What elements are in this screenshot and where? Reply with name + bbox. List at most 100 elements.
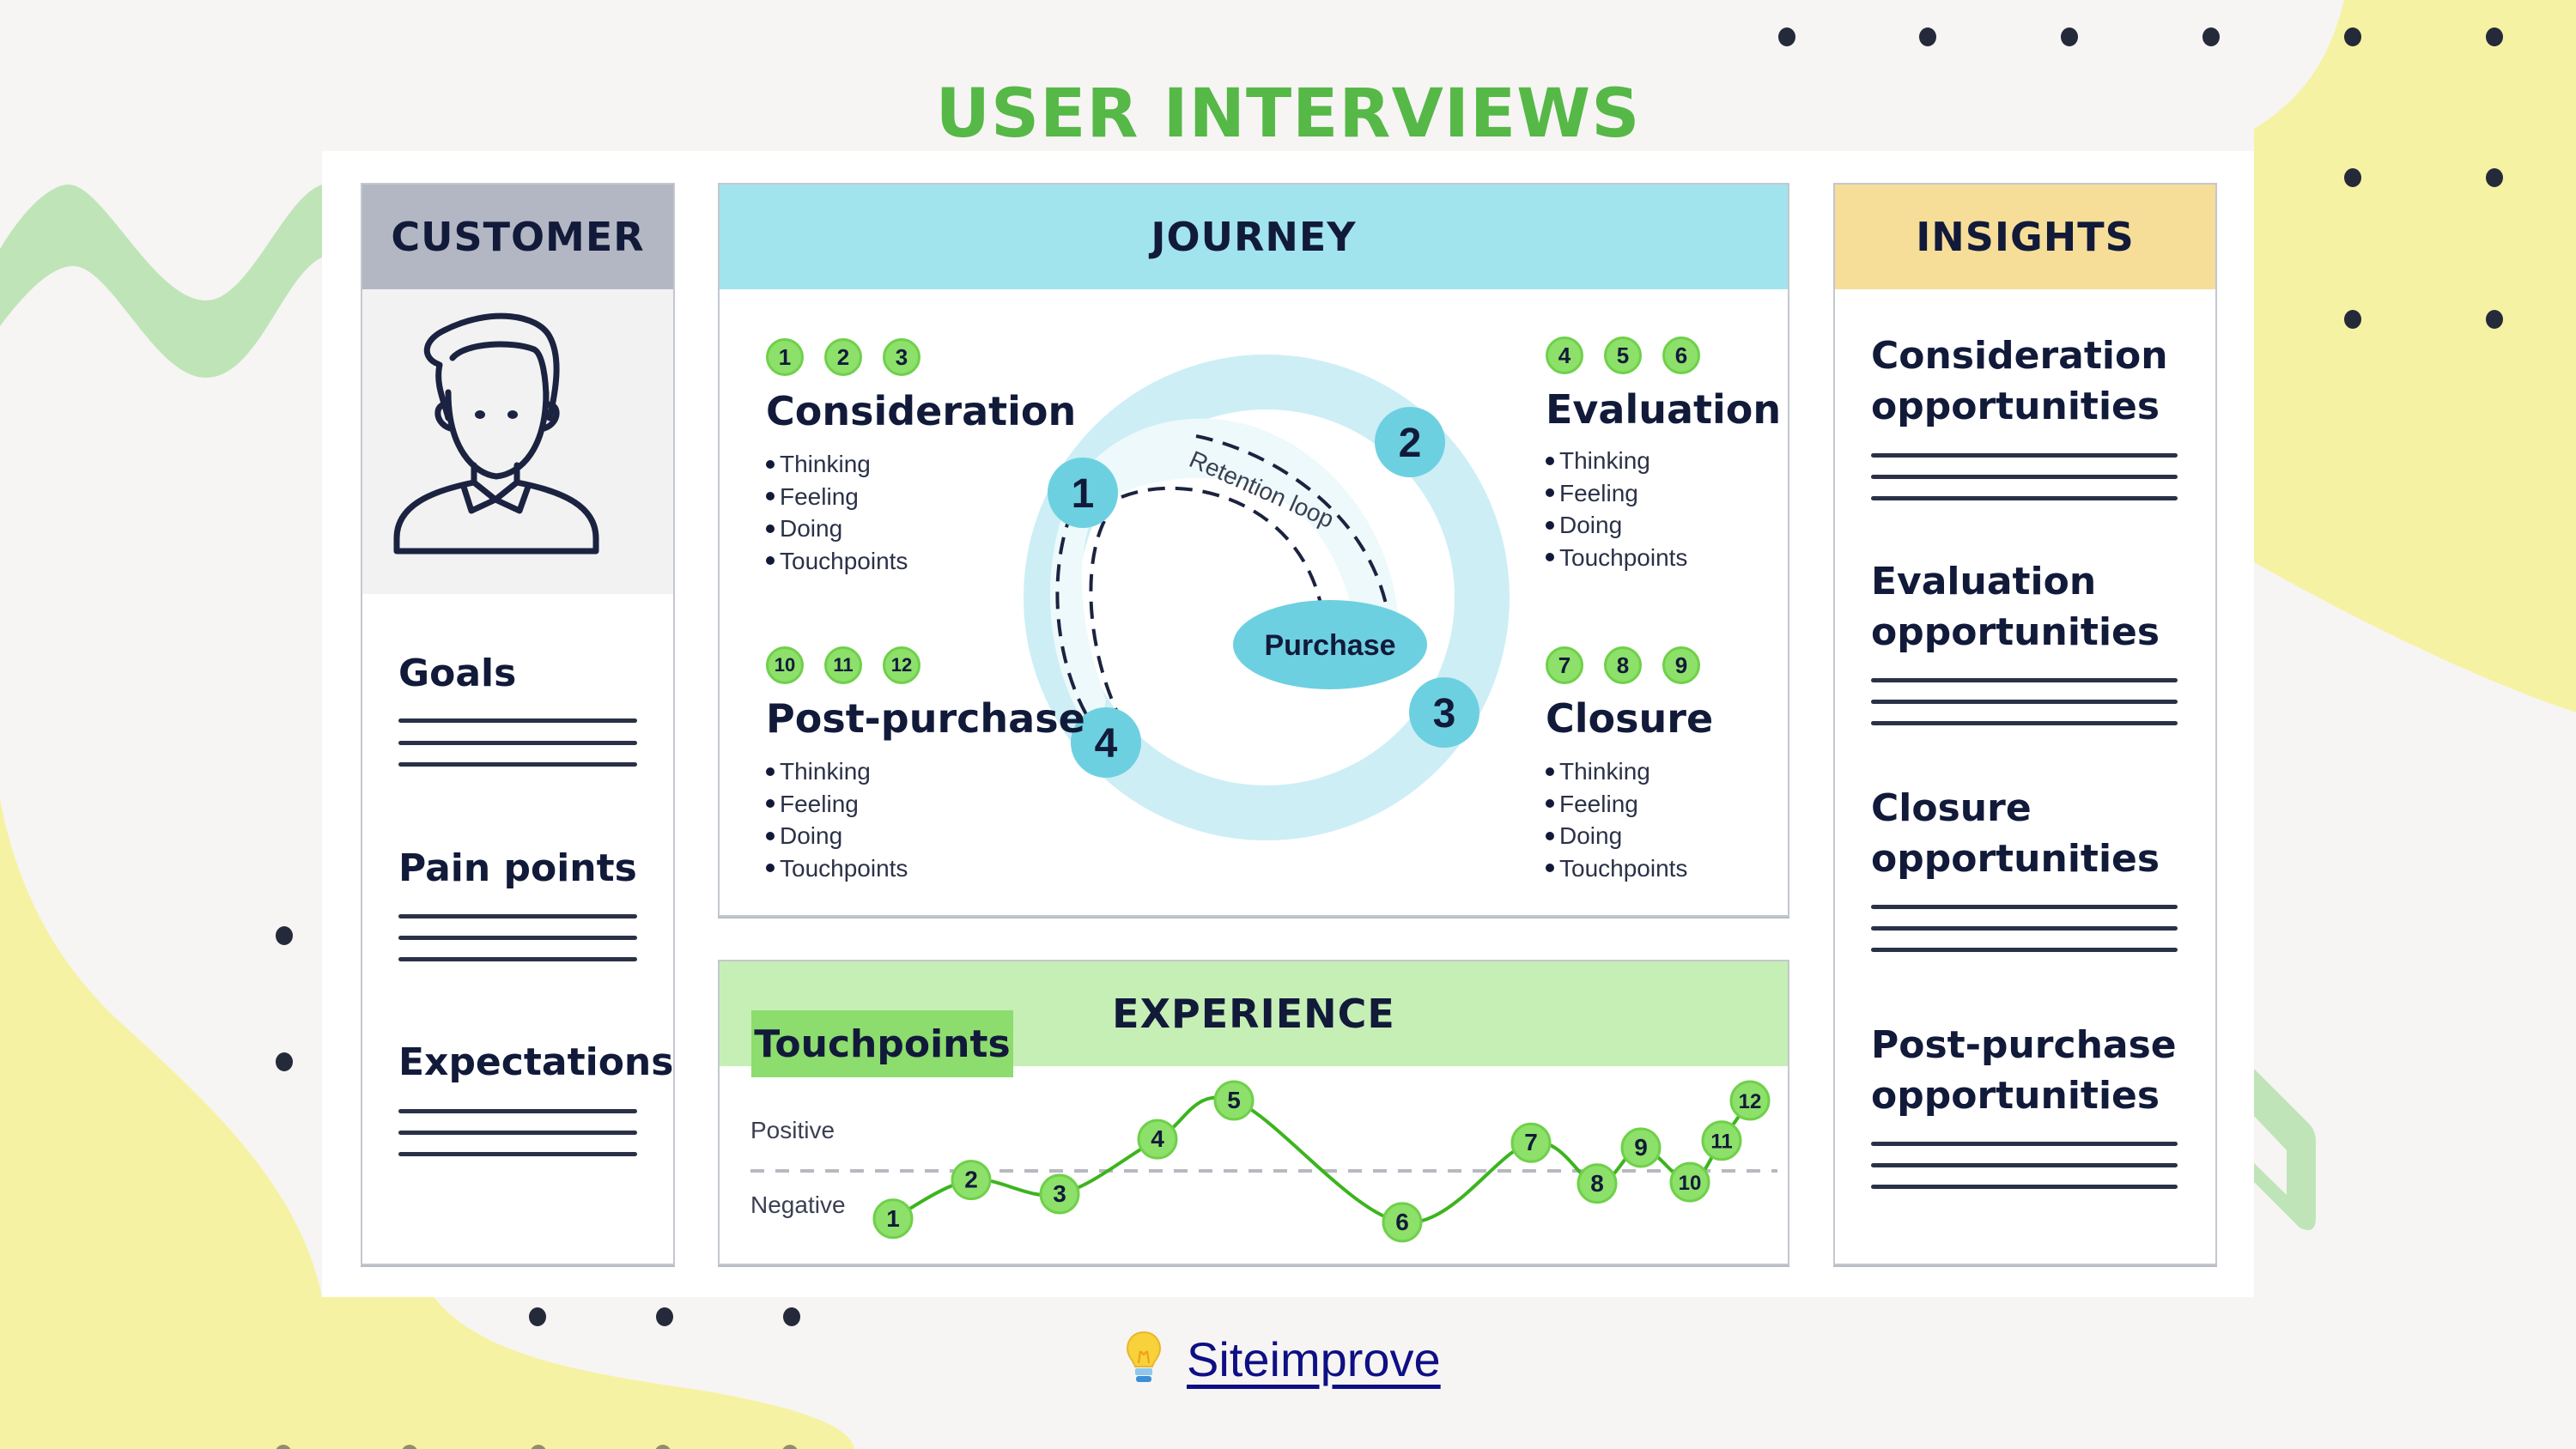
- stage-item: Thinking: [1546, 445, 1687, 477]
- siteimprove-link[interactable]: Siteimprove: [1187, 1331, 1441, 1386]
- touchpoint-badge: 5: [1604, 336, 1642, 374]
- goals-label: Goals: [398, 652, 517, 695]
- experience-point: [951, 1160, 992, 1201]
- avatar-area: [362, 289, 673, 594]
- yellow-blob-bottom-left: [0, 798, 854, 1449]
- insights-header: INSIGHTS: [1835, 185, 2215, 289]
- retention-loop-upper-outer-dash: [1195, 434, 1391, 621]
- cycle-node: [1409, 677, 1479, 748]
- stage-item: Doing: [1546, 820, 1687, 852]
- insight-title-line: opportunities: [1871, 1074, 2160, 1119]
- negative-label: Negative: [750, 1191, 846, 1218]
- insight-title-line: Consideration: [1871, 334, 2168, 378]
- cycle-node: [1375, 407, 1445, 477]
- expectations-rule-2: [398, 1131, 637, 1135]
- dot-grid-bottom-left: [276, 926, 800, 1449]
- stage-item: Touchpoints: [766, 545, 908, 578]
- cycle-node-label: 1: [1072, 471, 1095, 517]
- experience-point-label: 2: [964, 1167, 978, 1193]
- experience-point-label: 12: [1739, 1090, 1762, 1113]
- experience-header: EXPERIENCE: [720, 961, 1788, 1066]
- insight-post-purchase-label: Post-purchase opportunities: [1871, 1020, 2177, 1122]
- experience-point: [1729, 1080, 1771, 1121]
- insight-rule: [1871, 905, 2178, 909]
- experience-point: [1510, 1122, 1552, 1163]
- experience-point-label: 5: [1227, 1087, 1241, 1113]
- insight-title-line: opportunities: [1871, 385, 2160, 429]
- insight-closure-label: Closure opportunities: [1871, 783, 2160, 885]
- stage-item: Feeling: [766, 481, 908, 513]
- expectations-label: Expectations: [398, 1040, 674, 1084]
- experience-point-label: 9: [1634, 1134, 1648, 1161]
- cycle-node-label: 2: [1399, 421, 1422, 466]
- stage-item: Feeling: [1546, 788, 1687, 821]
- experience-point: [1620, 1127, 1662, 1168]
- stage-items: Thinking Feeling Doing Touchpoints: [1546, 445, 1687, 573]
- insights-panel: INSIGHTS Consideration opportunities Eva…: [1833, 183, 2217, 1265]
- touchpoint-badge: 9: [1662, 646, 1700, 684]
- insight-title-line: Post-purchase: [1871, 1023, 2177, 1067]
- insight-rule: [1871, 721, 2178, 725]
- insight-rule: [1871, 948, 2178, 952]
- insight-title-line: opportunities: [1871, 837, 2160, 882]
- retention-loop-band: [1050, 418, 1398, 743]
- journey-header: JOURNEY: [720, 185, 1788, 289]
- touchpoint-badge: 3: [883, 338, 920, 376]
- insight-rule: [1871, 475, 2178, 479]
- stage-item: Touchpoints: [1546, 542, 1687, 574]
- insight-evaluation-label: Evaluation opportunities: [1871, 556, 2160, 658]
- touchpoint-badge: 6: [1662, 336, 1700, 374]
- customer-panel: CUSTOMER Goals Pain points Expectations: [361, 183, 675, 1265]
- stage-item: Touchpoints: [1546, 852, 1687, 885]
- customer-header: CUSTOMER: [362, 185, 673, 289]
- positive-label: Positive: [750, 1117, 835, 1143]
- touchpoint-badge: 11: [824, 646, 862, 684]
- experience-point: [1701, 1120, 1742, 1161]
- insight-title-line: Evaluation: [1871, 560, 2097, 603]
- insight-consideration-label: Consideration opportunities: [1871, 330, 2168, 433]
- experience-point: [1382, 1202, 1423, 1243]
- green-chevron-right: [2254, 1069, 2316, 1231]
- pain-points-label: Pain points: [398, 846, 637, 890]
- experience-point-label: 10: [1679, 1172, 1702, 1195]
- stage-title: Closure: [1546, 695, 1714, 742]
- insight-rule: [1871, 700, 2178, 704]
- retention-loop-upper-inner-dash: [1121, 486, 1322, 604]
- experience-point: [872, 1198, 914, 1240]
- insight-title-line: Closure: [1871, 786, 2032, 830]
- stage-title: Post-purchase: [766, 695, 1085, 742]
- purchase-label: Purchase: [1264, 629, 1395, 662]
- footer-attribution: Siteimprove: [1125, 1329, 1441, 1389]
- experience-line: [892, 1095, 1752, 1225]
- stage-items: Thinking Feeling Doing Touchpoints: [766, 448, 908, 577]
- goals-rule-2: [398, 741, 637, 745]
- lightbulb-icon: [1126, 1331, 1162, 1382]
- experience-point-label: 11: [1710, 1131, 1732, 1154]
- insight-rule: [1871, 496, 2178, 500]
- page-title: USER INTERVIEWS: [935, 76, 1641, 153]
- stage-item: Doing: [766, 512, 908, 545]
- pain-points-rule-1: [398, 914, 637, 919]
- expectations-rule-1: [398, 1109, 637, 1113]
- stage-title: Evaluation: [1546, 386, 1782, 433]
- stage-item: Doing: [1546, 509, 1687, 542]
- insight-rule: [1871, 453, 2178, 458]
- insight-rule: [1871, 678, 2178, 682]
- experience-point: [1039, 1173, 1080, 1215]
- touchpoint-badge: 8: [1604, 646, 1642, 684]
- stage-item: Touchpoints: [766, 852, 908, 885]
- pain-points-rule-3: [398, 957, 637, 961]
- stage-item: Doing: [766, 820, 908, 852]
- user-avatar-icon: [393, 312, 599, 555]
- touchpoint-badge: 1: [766, 338, 804, 376]
- cycle-node: [1048, 458, 1118, 528]
- experience-point-label: 8: [1590, 1170, 1604, 1197]
- experience-point: [1669, 1161, 1710, 1203]
- insight-rule: [1871, 926, 2178, 931]
- experience-point-label: 6: [1395, 1209, 1409, 1235]
- experience-point-label: 3: [1053, 1180, 1066, 1207]
- pain-points-rule-2: [398, 936, 637, 940]
